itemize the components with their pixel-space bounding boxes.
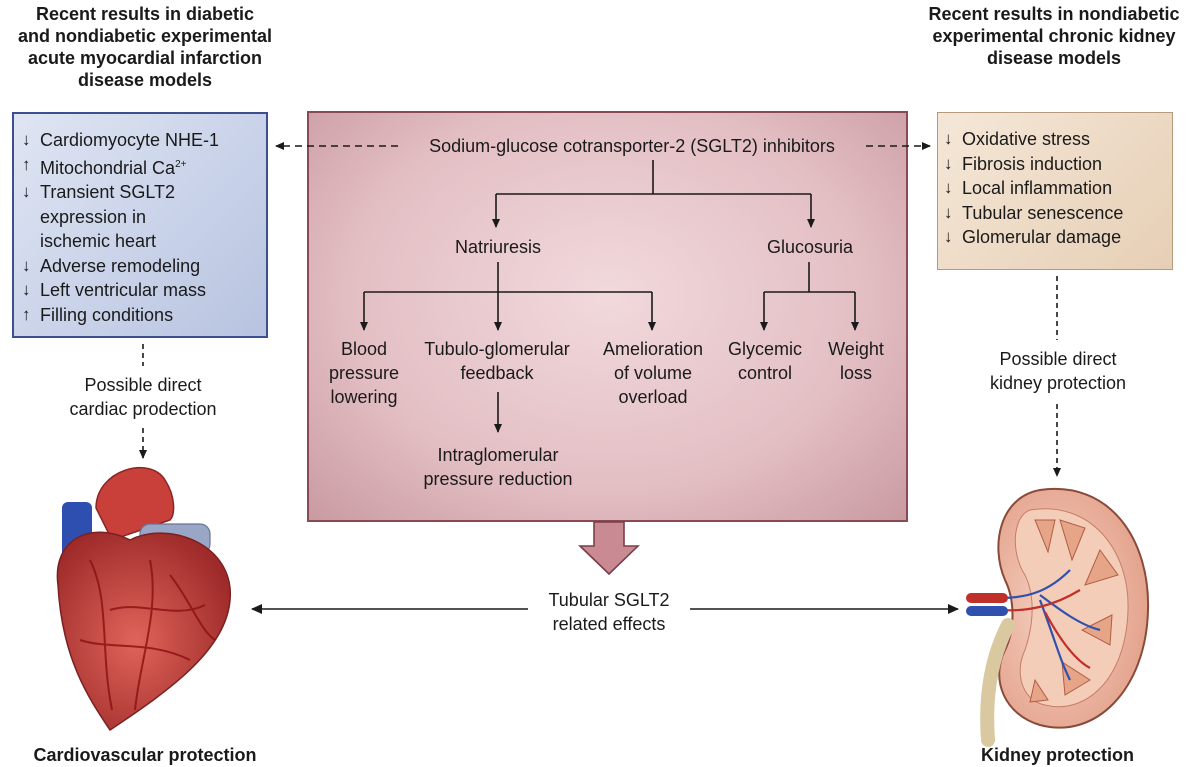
arrow-down-icon: ↓ — [22, 280, 31, 299]
tubular-effects-label: Tubular SGLT2 related effects — [548, 590, 670, 634]
cardiac-protection-link-label: Possible direct cardiac prodection — [69, 375, 217, 419]
tree-connectors — [360, 160, 859, 433]
kidney-findings-box: ↓Oxidative stress ↓Fibrosis induction ↓L… — [937, 112, 1173, 270]
list-item: ↓Local inflammation — [940, 176, 1172, 201]
arrow-down-icon: ↓ — [944, 227, 953, 246]
list-item: ↓Oxidative stress — [940, 127, 1172, 152]
list-item: ↓Tubular senescence — [940, 201, 1172, 226]
glucosuria-label: Glucosuria — [766, 237, 854, 257]
list-item: ↓Adverse remodeling — [18, 254, 266, 279]
list-item: ↓Left ventricular mass — [18, 278, 266, 303]
arrow-down-icon: ↓ — [944, 178, 953, 197]
arrow-down-icon: ↓ — [944, 129, 953, 148]
arrow-down-icon: ↓ — [944, 153, 953, 173]
arrow-down-icon: ↓ — [944, 202, 953, 222]
cardiac-findings-list: ↓Cardiomyocyte NHE-1 ↑Mitochondrial Ca2+… — [14, 114, 266, 327]
arrow-down-icon: ↓ — [22, 182, 31, 201]
kidney-findings-list: ↓Oxidative stress ↓Fibrosis induction ↓L… — [938, 113, 1172, 250]
arrow-down-icon: ↓ — [22, 255, 31, 275]
list-item: ↓Transient SGLT2 expression in ischemic … — [22, 182, 176, 251]
list-item: ↑Mitochondrial Ca2+ — [22, 154, 187, 178]
blood-pressure-label: Blood pressure lowering — [328, 339, 400, 407]
arrow-up-icon: ↑ — [22, 154, 31, 174]
arrow-down-icon: ↓ — [22, 130, 31, 149]
weight-loss-label: Weight loss — [828, 339, 884, 383]
big-down-arrow — [578, 521, 640, 576]
left-panel-title: Recent results in diabetic and nondiabet… — [17, 4, 273, 90]
kidney-illustration — [966, 487, 1150, 747]
list-item: ↑Filling conditions — [18, 303, 266, 328]
kidney-protection-label: Kidney protection — [980, 745, 1134, 765]
sglt2-mechanism-box — [307, 111, 908, 522]
kidney-protection-link-label: Possible direct kidney protection — [989, 349, 1127, 393]
volume-overload-label: Amelioration of volume overload — [602, 339, 704, 407]
cardiovascular-protection-label: Cardiovascular protection — [33, 745, 257, 765]
cardiac-findings-box: ↓Cardiomyocyte NHE-1 ↑Mitochondrial Ca2+… — [12, 112, 268, 338]
arrow-up-icon: ↑ — [22, 304, 31, 324]
natriuresis-label: Natriuresis — [454, 237, 542, 257]
intraglomerular-label: Intraglomerular pressure reduction — [423, 445, 573, 489]
heart-illustration — [56, 466, 231, 732]
list-item: ↓Fibrosis induction — [940, 152, 1172, 177]
tgf-label: Tubulo-glomerular feedback — [424, 339, 570, 383]
list-item: ↓Glomerular damage — [940, 225, 1172, 250]
glycemic-control-label: Glycemic control — [727, 339, 802, 383]
sglt2-inhibitors-label: Sodium-glucose cotransporter-2 (SGLT2) i… — [429, 136, 835, 156]
right-panel-title: Recent results in nondiabetic experiment… — [928, 4, 1180, 68]
list-item: ↓Cardiomyocyte NHE-1 — [18, 128, 266, 153]
